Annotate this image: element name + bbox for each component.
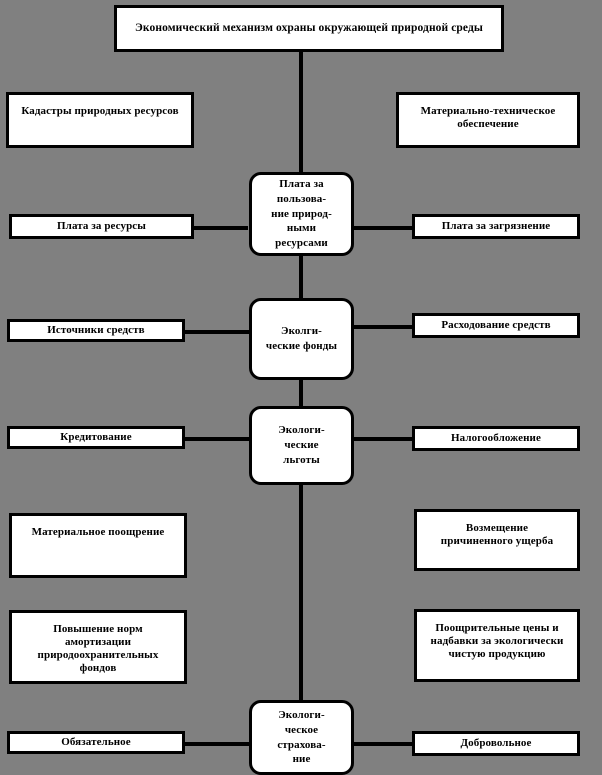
node-payment-for-resource-use-label: Плата за пользова- ние природ- ными ресу… xyxy=(271,177,332,250)
node-ecological-benefits: Экологи- ческие льготы xyxy=(249,406,354,485)
taxation-box: Налогообложение xyxy=(412,426,580,451)
depreciation-increase-box-label: Повышение норм амортизации природоохрани… xyxy=(37,623,159,674)
connector-insurance-right xyxy=(354,742,414,746)
connector-funds-right xyxy=(354,325,414,329)
node-ecological-insurance: Экологи- ческое страхова- ние xyxy=(249,700,354,775)
material-technical-support-box: Материально-техническое обеспечение xyxy=(396,92,580,148)
mandatory-insurance-box: Обязательное xyxy=(7,731,185,754)
connector-benefits-right xyxy=(354,437,414,441)
node-ecological-funds-label: Эколги- ческие фонды xyxy=(265,325,338,352)
crediting-box: Кредитование xyxy=(7,426,185,449)
expenditure-of-funds-box-label: Расходование средств xyxy=(441,319,551,332)
payment-for-pollution-box: Плата за загрязнение xyxy=(412,214,580,239)
mandatory-insurance-box-label: Обязательное xyxy=(61,736,131,749)
depreciation-increase-box: Повышение норм амортизации природоохрани… xyxy=(9,610,187,684)
header-box-label: Экономический механизм охраны окружающей… xyxy=(135,22,483,35)
connector-payment-right xyxy=(354,226,414,230)
payment-for-pollution-box-label: Плата за загрязнение xyxy=(441,220,551,233)
connector-payment-left xyxy=(185,226,248,230)
crediting-box-label: Кредитование xyxy=(60,431,132,444)
cadastres-box: Кадастры природных ресурсов xyxy=(6,92,194,148)
material-incentive-box: Материальное поощрение xyxy=(9,513,187,578)
damage-compensation-box-label: Возмещение причиненного ущерба xyxy=(440,522,554,547)
cadastres-box-label: Кадастры природных ресурсов xyxy=(21,105,179,117)
payment-for-resources-box: Плата за ресурсы xyxy=(9,214,194,239)
expenditure-of-funds-box: Расходование средств xyxy=(412,313,580,338)
voluntary-insurance-box: Добровольное xyxy=(412,731,580,756)
node-ecological-insurance-label: Экологи- ческое страхова- ние xyxy=(277,708,326,766)
damage-compensation-box: Возмещение причиненного ущерба xyxy=(414,509,580,571)
node-ecological-benefits-label: Экологи- ческие льготы xyxy=(278,424,325,466)
payment-for-resources-box-label: Плата за ресурсы xyxy=(57,220,146,233)
material-technical-support-box-label: Материально-техническое обеспечение xyxy=(420,105,556,130)
taxation-box-label: Налогообложение xyxy=(451,432,541,445)
sources-of-funds-box: Источники средств xyxy=(7,319,185,342)
material-incentive-box-label: Материальное поощрение xyxy=(31,526,165,538)
connector-spine-benefits-to-insurance xyxy=(299,483,303,701)
incentive-prices-box: Поощрительные цены и надбавки за экологи… xyxy=(414,609,580,682)
connector-spine-header-to-payment xyxy=(299,50,303,180)
connector-spine-funds-to-benefits xyxy=(299,378,303,408)
node-payment-for-resource-use: Плата за пользова- ние природ- ными ресу… xyxy=(249,172,354,256)
connector-insurance-left xyxy=(183,742,249,746)
connector-benefits-left xyxy=(183,437,249,441)
header-box: Экономический механизм охраны окружающей… xyxy=(114,5,504,52)
connector-funds-left xyxy=(183,330,249,334)
connector-spine-payment-to-funds xyxy=(299,255,303,300)
voluntary-insurance-box-label: Добровольное xyxy=(460,737,532,750)
incentive-prices-box-label: Поощрительные цены и надбавки за экологи… xyxy=(430,622,564,660)
node-ecological-funds: Эколги- ческие фонды xyxy=(249,298,354,380)
sources-of-funds-box-label: Источники средств xyxy=(47,324,145,337)
